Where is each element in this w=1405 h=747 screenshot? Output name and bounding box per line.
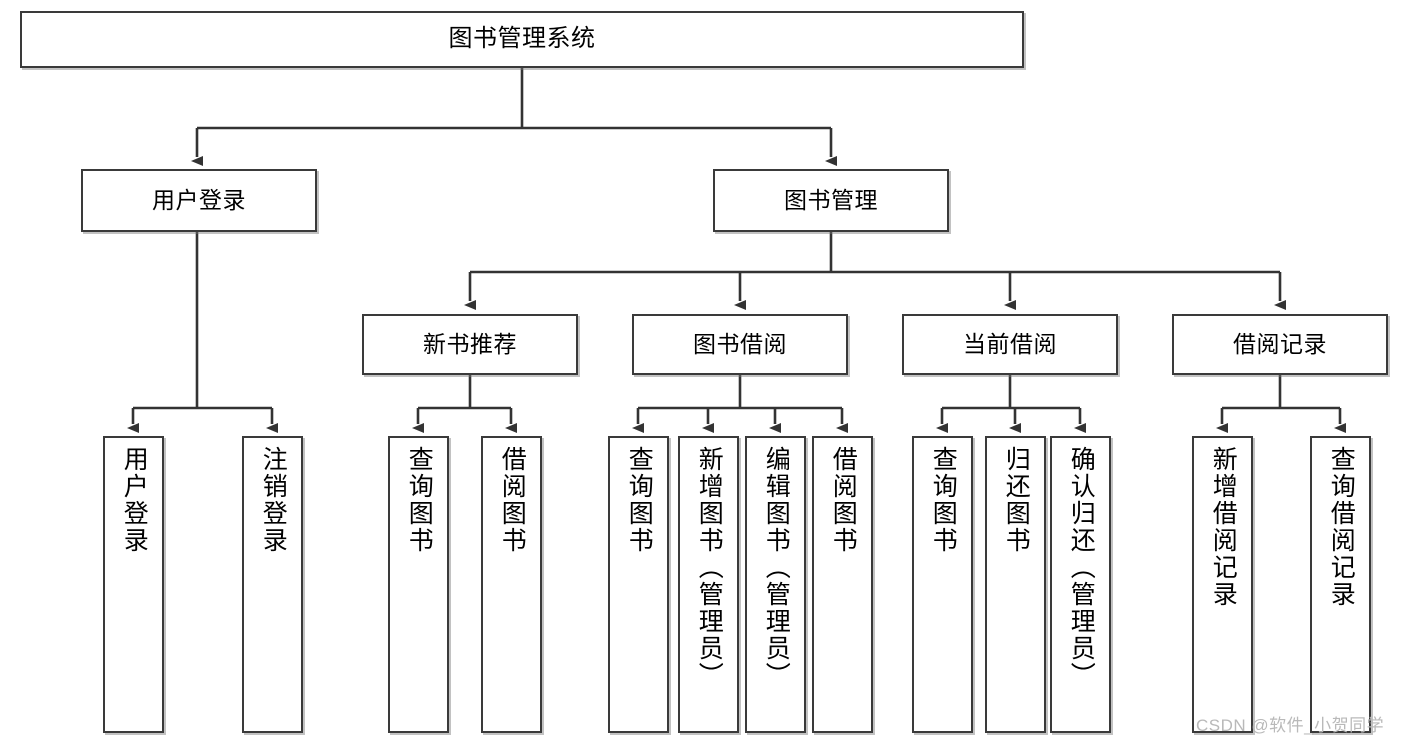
- node-borrow-record[interactable]: 借阅记录: [1172, 314, 1388, 375]
- node-new-book-recommend-label: 新书推荐: [423, 330, 517, 357]
- leaf-edit-book[interactable]: 编辑图书（管理员）: [745, 436, 806, 733]
- leaf-add-book[interactable]: 新增图书（管理员）: [678, 436, 739, 733]
- leaf-user-login[interactable]: 用户登录: [103, 436, 164, 733]
- node-book-borrow[interactable]: 图书借阅: [632, 314, 848, 375]
- node-user-login-label: 用户登录: [152, 186, 246, 213]
- node-book-manage[interactable]: 图书管理: [713, 169, 949, 232]
- leaf-logout-label: 注销登录: [259, 446, 288, 554]
- leaf-add-book-label: 新增图书（管理员）: [695, 446, 724, 689]
- node-book-borrow-label: 图书借阅: [693, 330, 787, 357]
- leaf-query-book-1-label: 查询图书: [405, 446, 434, 554]
- watermark-text: CSDN @软件_小贺同学: [1196, 716, 1385, 735]
- leaf-query-book-2[interactable]: 查询图书: [608, 436, 669, 733]
- node-new-book-recommend[interactable]: 新书推荐: [362, 314, 578, 375]
- node-current-borrow-label: 当前借阅: [963, 330, 1057, 357]
- leaf-query-book-2-label: 查询图书: [625, 446, 654, 554]
- leaf-query-record[interactable]: 查询借阅记录: [1310, 436, 1371, 733]
- leaf-borrow-book-2[interactable]: 借阅图书: [812, 436, 873, 733]
- node-book-manage-label: 图书管理: [784, 186, 878, 213]
- leaf-query-book-3[interactable]: 查询图书: [912, 436, 973, 733]
- leaf-logout[interactable]: 注销登录: [242, 436, 303, 733]
- leaf-confirm-return-label: 确认归还（管理员）: [1067, 446, 1096, 689]
- leaf-borrow-book-1-label: 借阅图书: [498, 446, 527, 554]
- leaf-query-record-label: 查询借阅记录: [1327, 446, 1356, 608]
- leaf-add-record[interactable]: 新增借阅记录: [1192, 436, 1253, 733]
- node-root[interactable]: 图书管理系统: [20, 11, 1024, 68]
- node-user-login[interactable]: 用户登录: [81, 169, 317, 232]
- leaf-return-book-label: 归还图书: [1002, 446, 1031, 554]
- leaf-borrow-book-1[interactable]: 借阅图书: [481, 436, 542, 733]
- leaf-user-login-label: 用户登录: [120, 446, 149, 554]
- node-current-borrow[interactable]: 当前借阅: [902, 314, 1118, 375]
- leaf-query-book-3-label: 查询图书: [929, 446, 958, 554]
- leaf-add-record-label: 新增借阅记录: [1209, 446, 1238, 608]
- leaf-return-book[interactable]: 归还图书: [985, 436, 1046, 733]
- node-borrow-record-label: 借阅记录: [1233, 330, 1327, 357]
- leaf-confirm-return[interactable]: 确认归还（管理员）: [1050, 436, 1111, 733]
- node-root-label: 图书管理系统: [448, 25, 596, 53]
- leaf-edit-book-label: 编辑图书（管理员）: [762, 446, 791, 689]
- leaf-borrow-book-2-label: 借阅图书: [829, 446, 858, 554]
- leaf-query-book-1[interactable]: 查询图书: [388, 436, 449, 733]
